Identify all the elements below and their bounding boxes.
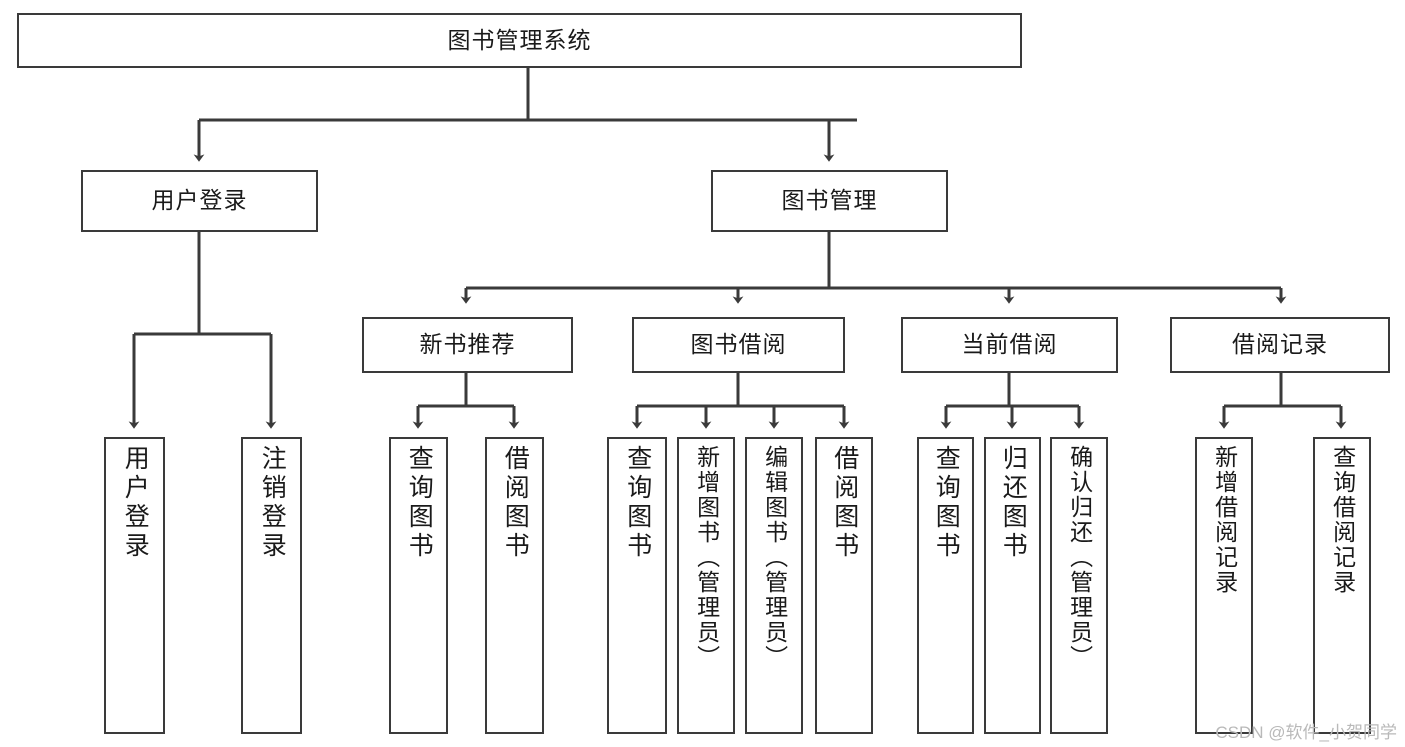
leaf-book-borrow-borrow-book[interactable]: 借阅图书 (815, 437, 873, 734)
node-label: 当前借阅 (961, 331, 1058, 358)
leaf-new-book-query-book[interactable]: 查询图书 (389, 437, 448, 734)
node-label: 用户登录 (121, 445, 150, 561)
node-label: 注销登录 (258, 445, 287, 561)
node-new-book-recommend[interactable]: 新书推荐 (362, 317, 573, 373)
leaf-borrow-record-add-record[interactable]: 新增借阅记录 (1195, 437, 1253, 734)
node-label: 归还图书 (999, 445, 1028, 561)
leaf-book-borrow-query-book[interactable]: 查询图书 (607, 437, 667, 734)
leaf-current-borrow-query-book[interactable]: 查询图书 (917, 437, 974, 734)
node-label: 新书推荐 (419, 331, 516, 358)
node-current-borrow[interactable]: 当前借阅 (901, 317, 1118, 373)
node-label: 用户登录 (151, 187, 248, 214)
node-label: 查询图书 (405, 445, 434, 561)
node-label: 新增借阅记录 (1211, 445, 1238, 595)
node-label: 确认归还（管理员） (1066, 445, 1093, 670)
node-book-borrow[interactable]: 图书借阅 (632, 317, 845, 373)
leaf-current-borrow-confirm-return-admin[interactable]: 确认归还（管理员） (1050, 437, 1108, 734)
node-book-management[interactable]: 图书管理 (711, 170, 948, 232)
node-borrow-record[interactable]: 借阅记录 (1170, 317, 1390, 373)
node-label: 借阅记录 (1232, 331, 1328, 358)
node-label: 借阅图书 (830, 445, 859, 561)
leaf-user-login-login[interactable]: 用户登录 (104, 437, 165, 734)
node-label: 查询借阅记录 (1329, 445, 1356, 595)
node-label: 查询图书 (932, 445, 961, 561)
watermark: CSDN @软件_小贺同学 (1215, 723, 1397, 742)
node-label: 新增图书（管理员） (693, 445, 720, 670)
node-root-library-management-system[interactable]: 图书管理系统 (17, 13, 1022, 68)
node-label: 图书借阅 (690, 331, 787, 358)
node-label: 编辑图书（管理员） (761, 445, 788, 670)
leaf-book-borrow-add-book-admin[interactable]: 新增图书（管理员） (677, 437, 735, 734)
node-label: 查询图书 (623, 445, 652, 561)
node-user-login[interactable]: 用户登录 (81, 170, 318, 232)
leaf-book-borrow-edit-book-admin[interactable]: 编辑图书（管理员） (745, 437, 803, 734)
leaf-borrow-record-query-record[interactable]: 查询借阅记录 (1313, 437, 1371, 734)
node-label: 借阅图书 (501, 445, 530, 561)
leaf-new-book-borrow-book[interactable]: 借阅图书 (485, 437, 544, 734)
node-label: 图书管理系统 (447, 26, 592, 53)
node-label: 图书管理 (781, 187, 878, 214)
leaf-user-login-logout[interactable]: 注销登录 (241, 437, 302, 734)
leaf-current-borrow-return-book[interactable]: 归还图书 (984, 437, 1041, 734)
